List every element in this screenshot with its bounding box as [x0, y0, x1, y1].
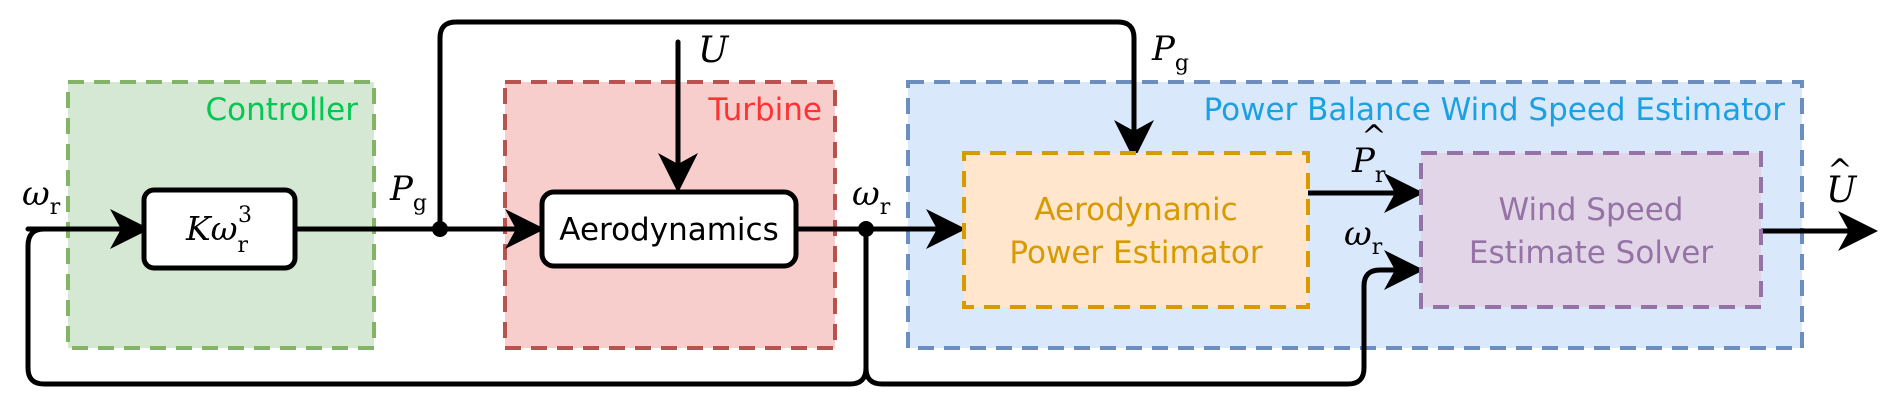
pg-left-label: Pg	[389, 169, 427, 216]
pg-to-power-estimator-wire	[437, 19, 1154, 232]
controller-label: Controller	[206, 92, 359, 128]
omega-to-solver-wire	[863, 250, 1424, 387]
solver-label-line2: Estimate Solver	[1469, 235, 1713, 271]
solver-label-line1: Wind Speed	[1499, 192, 1684, 228]
solver-block	[1419, 151, 1763, 309]
power-estimator-label-line2: Power Estimator	[1009, 235, 1262, 271]
pg-junction-dot	[432, 221, 448, 237]
omega-mid-label: ωr	[852, 174, 891, 220]
pr-hat-accent: ^	[1361, 119, 1386, 154]
pr-hat-label: Pr	[1351, 141, 1386, 188]
estimator-label: Power Balance Wind Speed Estimator	[1204, 92, 1786, 128]
power-estimator-label-line1: Aerodynamic	[1034, 192, 1237, 228]
omega-junction-dot	[858, 221, 874, 237]
turbine-label: Turbine	[707, 92, 822, 128]
aerodynamics-label: Aerodynamics	[559, 212, 778, 248]
u-hat-output-label: U	[1826, 170, 1858, 211]
u-hat-accent: ^	[1827, 153, 1852, 188]
omega-input-label: ωr	[22, 174, 61, 220]
u-input-label: U	[698, 30, 730, 71]
pg-top-label: Pg	[1151, 29, 1189, 76]
omega-solver-label: ωr	[1344, 214, 1383, 260]
gain-expression: Kωr3	[185, 203, 252, 258]
power-estimator-block	[962, 151, 1310, 309]
omega-feedback-wire	[25, 226, 869, 387]
gain-block	[141, 187, 298, 271]
aerodynamics-block	[539, 189, 799, 269]
